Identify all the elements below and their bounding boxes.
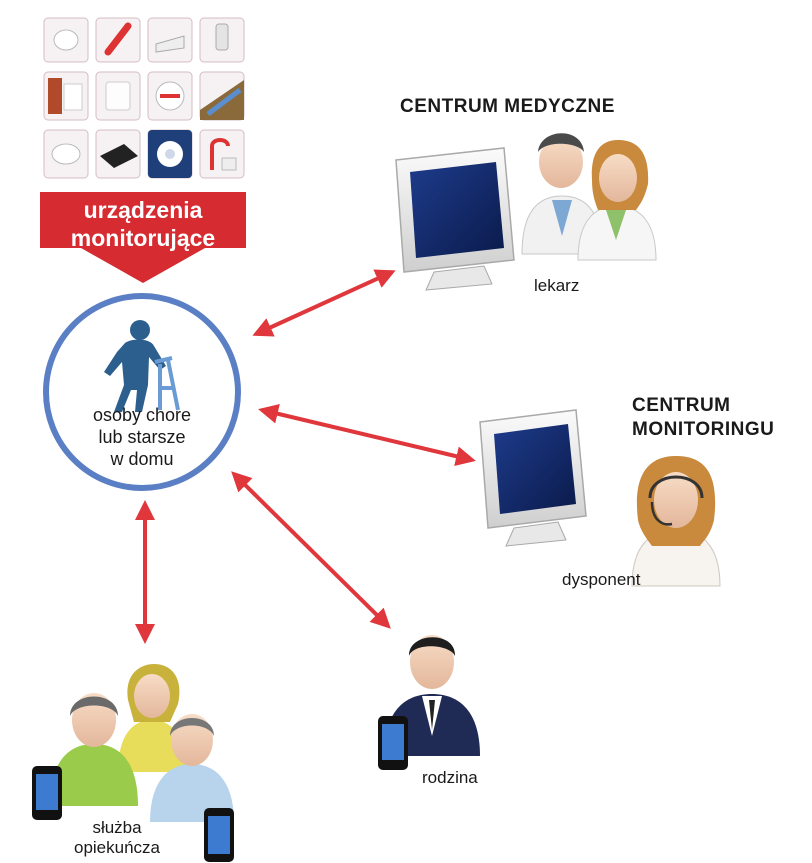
monitoring-device-icon	[199, 129, 245, 179]
headset-operator-icon	[631, 456, 721, 587]
monitoring-devices-grid	[43, 17, 245, 179]
center-label: osoby chore lub starsze w domu	[76, 404, 208, 470]
connection-arrows	[135, 269, 476, 644]
doctor-icon	[577, 140, 657, 261]
monitoring-device-icon	[199, 17, 245, 63]
banner-line-1: urządzenia	[83, 197, 203, 223]
care-service-line-1: służba	[92, 818, 142, 837]
computer-monitor-icon	[395, 147, 515, 291]
monitoring-device-icon	[147, 129, 193, 179]
center-line-2: lub starsze	[98, 427, 186, 447]
banner-label: urządzenia monitorujące	[40, 196, 246, 252]
arrow-to-monitoring-center	[258, 403, 476, 467]
family-role: rodzina	[422, 768, 478, 787]
center-line-1: osoby chore	[92, 405, 192, 425]
banner-arrow	[40, 192, 246, 283]
smartphone-icon	[204, 808, 234, 862]
care-service-line-2: opiekuńcza	[74, 838, 161, 857]
banner-line-2: monitorujące	[70, 225, 216, 251]
smartphone-icon	[32, 766, 62, 820]
monitoring-device-icon	[147, 17, 193, 63]
monitoring-center-title: CENTRUM MONITORINGU	[632, 394, 774, 442]
monitoring-center-title-line-1: CENTRUM	[632, 395, 731, 416]
medical-center-title: CENTRUM MEDYCZNE	[400, 96, 615, 117]
computer-monitor-icon	[479, 409, 587, 547]
monitoring-center-title-line-2: MONITORINGU	[632, 419, 775, 440]
caregiver-group-icon	[50, 664, 234, 822]
arrow-to-medical-center	[252, 269, 396, 337]
monitoring-device-icon	[147, 71, 193, 121]
monitoring-device-icon	[43, 17, 89, 63]
monitoring-device-icon	[199, 71, 245, 121]
smartphone-icon	[378, 716, 408, 770]
care-service-role: służba opiekuńcza	[74, 818, 160, 858]
monitoring-center-role: dysponent	[562, 570, 641, 589]
arrow-to-family	[231, 471, 391, 629]
walker-person-icon	[104, 320, 180, 412]
monitoring-device-icon	[95, 17, 141, 63]
monitoring-device-icon	[95, 71, 141, 121]
monitoring-device-icon	[95, 129, 141, 179]
monitoring-device-icon	[43, 129, 89, 179]
center-line-3: w domu	[110, 449, 174, 469]
monitoring-device-icon	[43, 71, 89, 121]
medical-center-role: lekarz	[534, 276, 580, 295]
